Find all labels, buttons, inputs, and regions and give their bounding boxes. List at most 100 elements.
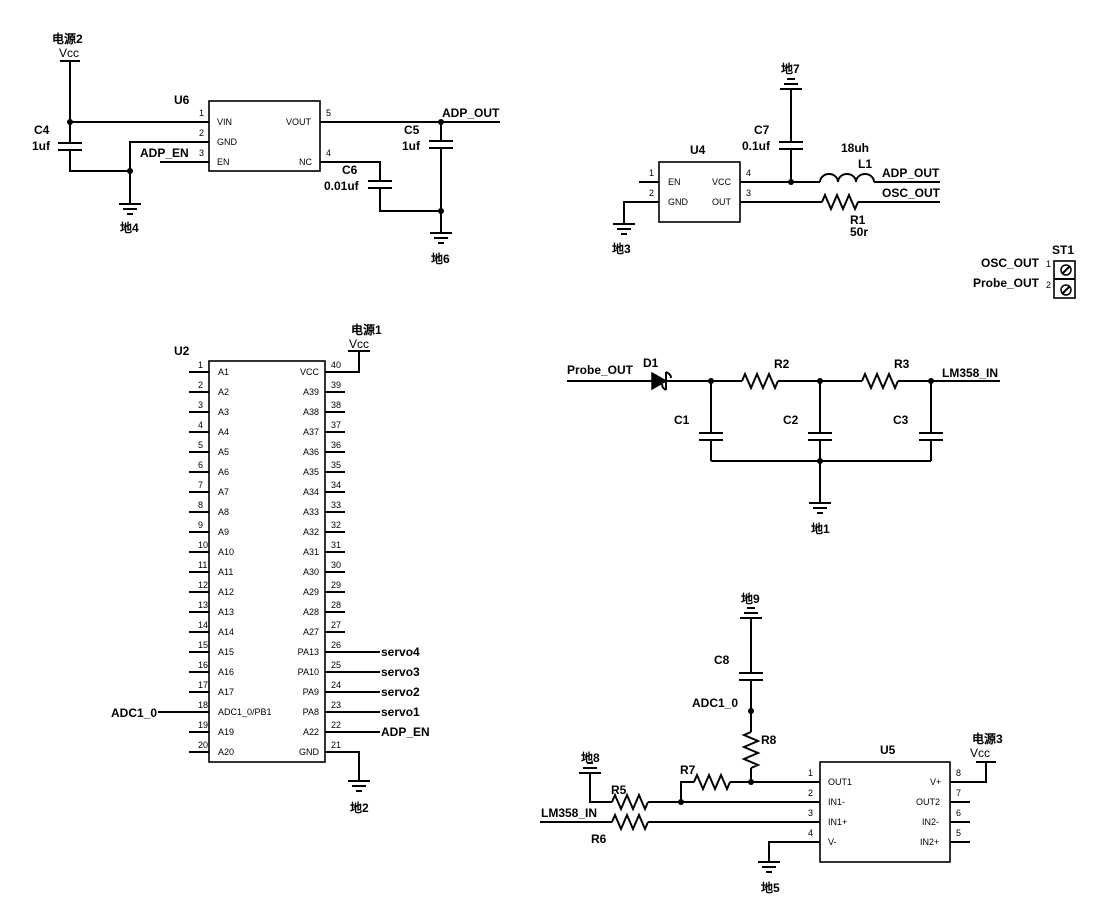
power-src1-vcc: Vcc bbox=[349, 337, 369, 351]
l1-inductor bbox=[819, 173, 875, 183]
wire bbox=[69, 150, 130, 172]
u6-pin-vout: VOUT bbox=[286, 117, 312, 127]
u6-num-5: 5 bbox=[326, 108, 331, 118]
u2-pin-label: PA8 bbox=[303, 707, 319, 717]
u5-ref: U5 bbox=[880, 743, 896, 757]
st1-screw-1 bbox=[1060, 264, 1072, 276]
u5-pin-in2-plus: IN2+ bbox=[920, 837, 939, 847]
net-servo2: servo2 bbox=[381, 685, 420, 699]
ground-label-9: 地9 bbox=[741, 591, 760, 606]
c4-value: 1uf bbox=[32, 139, 51, 153]
net-servo3: servo3 bbox=[381, 665, 420, 679]
u5-pin-out1: OUT1 bbox=[828, 777, 852, 787]
u2-pin-number: 29 bbox=[331, 580, 341, 590]
c4-ref: C4 bbox=[34, 123, 50, 137]
u2-pin-label: A10 bbox=[218, 547, 234, 557]
u4-num-1: 1 bbox=[649, 168, 654, 178]
u5-pin-in1-minus: IN1- bbox=[828, 797, 845, 807]
u4-num-2: 2 bbox=[649, 188, 654, 198]
u4-body bbox=[658, 161, 741, 223]
u5-pin-in2-minus: IN2- bbox=[922, 817, 939, 827]
u4-pin-en: EN bbox=[668, 177, 681, 187]
power-src2-label: 电源2 bbox=[52, 31, 83, 46]
u2-pin-label: PA13 bbox=[298, 647, 319, 657]
u5-num-5: 5 bbox=[956, 828, 961, 838]
u2-pin-number: 3 bbox=[198, 400, 203, 410]
st1-slot bbox=[1061, 265, 1071, 275]
u6-pin-gnd: GND bbox=[217, 137, 238, 147]
u2-pin-number: 6 bbox=[198, 460, 203, 470]
net-osc-out-st1: OSC_OUT bbox=[981, 256, 1040, 270]
u2-pin-label: A14 bbox=[218, 627, 234, 637]
r3-ref: R3 bbox=[894, 357, 910, 371]
u2-pin-number: 23 bbox=[331, 700, 341, 710]
u4-ref: U4 bbox=[690, 143, 706, 157]
u2-pin-number: 33 bbox=[331, 500, 341, 510]
u6-ref: U6 bbox=[174, 93, 190, 107]
u6-pin-nc: NC bbox=[299, 157, 312, 167]
u2-pin-label: A37 bbox=[303, 427, 319, 437]
c7-value: 0.1uf bbox=[742, 139, 771, 153]
u2-pin-number: 17 bbox=[198, 680, 208, 690]
u2-pin-label: A31 bbox=[303, 547, 319, 557]
u2-pin-label: A36 bbox=[303, 447, 319, 457]
u2-pin-number: 22 bbox=[331, 720, 341, 730]
ground-label-6: 地6 bbox=[431, 251, 450, 266]
r8-ref: R8 bbox=[761, 733, 777, 747]
u2-pin-number: 12 bbox=[198, 580, 208, 590]
u2-pin-number: 26 bbox=[331, 640, 341, 650]
u6-num-2: 2 bbox=[199, 128, 204, 138]
u2-pin-label: A4 bbox=[218, 427, 229, 437]
u2-pin-number: 10 bbox=[198, 540, 208, 550]
u4-circuit: U4 EN GND VCC OUT 1 2 4 3 地3 地7 C7 0.1uf… bbox=[612, 61, 941, 256]
u5-pin-in1-plus: IN1+ bbox=[828, 817, 847, 827]
ground-label-2: 地2 bbox=[350, 800, 369, 815]
u2-pin-label: PA9 bbox=[303, 687, 319, 697]
u6-body bbox=[208, 100, 321, 172]
u2-pin-number: 30 bbox=[331, 560, 341, 570]
junction bbox=[817, 458, 823, 464]
u2-pin-label: A27 bbox=[303, 627, 319, 637]
power-src1-label: 电源1 bbox=[351, 322, 382, 337]
l1-ref: L1 bbox=[858, 157, 872, 171]
junction bbox=[678, 799, 684, 805]
net-adc1-0-u2: ADC1_0 bbox=[111, 706, 157, 720]
u2-pin-number: 39 bbox=[331, 380, 341, 390]
l1-value: 18uh bbox=[841, 141, 869, 155]
u2-pin-number: 40 bbox=[331, 360, 341, 370]
u2-pin-number: 7 bbox=[198, 480, 203, 490]
u5-pin-v-plus: V+ bbox=[930, 777, 941, 787]
ground-label-8: 地8 bbox=[581, 750, 600, 765]
ground-label-5: 地5 bbox=[761, 880, 780, 895]
net-osc-out-u4: OSC_OUT bbox=[882, 186, 941, 200]
u5-num-1: 1 bbox=[808, 768, 813, 778]
u2-pin-number: 24 bbox=[331, 680, 341, 690]
u4-pin-out: OUT bbox=[712, 197, 732, 207]
u2-pin-number: 35 bbox=[331, 460, 341, 470]
u2-ref: U2 bbox=[174, 344, 190, 358]
ground-label-7: 地7 bbox=[781, 61, 800, 76]
u2-pin-label: GND bbox=[299, 747, 320, 757]
r2-resistor bbox=[741, 371, 779, 391]
u2-pin-label: A19 bbox=[218, 727, 234, 737]
net-adc1-0-u5: ADC1_0 bbox=[692, 696, 738, 710]
u2-pin-label: A15 bbox=[218, 647, 234, 657]
u6-pin-en: EN bbox=[217, 157, 230, 167]
u2-pin-number: 37 bbox=[331, 420, 341, 430]
u5-opamp: U5 OUT1 IN1- IN1+ V- V+ OUT2 IN2- IN2+ 1… bbox=[540, 591, 1003, 895]
u2-pin-number: 32 bbox=[331, 520, 341, 530]
wire bbox=[768, 841, 820, 862]
ground-label-1: 地1 bbox=[811, 521, 830, 536]
u2-pin-number: 31 bbox=[331, 540, 341, 550]
u2-pin-number: 21 bbox=[331, 740, 341, 750]
net-adp-en-u6: ADP_EN bbox=[140, 146, 189, 160]
u2-pin-number: 28 bbox=[331, 600, 341, 610]
ground-label-3: 地3 bbox=[612, 241, 631, 256]
u2-pin-number: 25 bbox=[331, 660, 341, 670]
r1-value: 50r bbox=[850, 225, 868, 239]
u2-pin-number: 20 bbox=[198, 740, 208, 750]
u6-num-3: 3 bbox=[199, 148, 204, 158]
u2-pin-label: A32 bbox=[303, 527, 319, 537]
net-adp-out-u4: ADP_OUT bbox=[882, 166, 940, 180]
u5-num-6: 6 bbox=[956, 808, 961, 818]
